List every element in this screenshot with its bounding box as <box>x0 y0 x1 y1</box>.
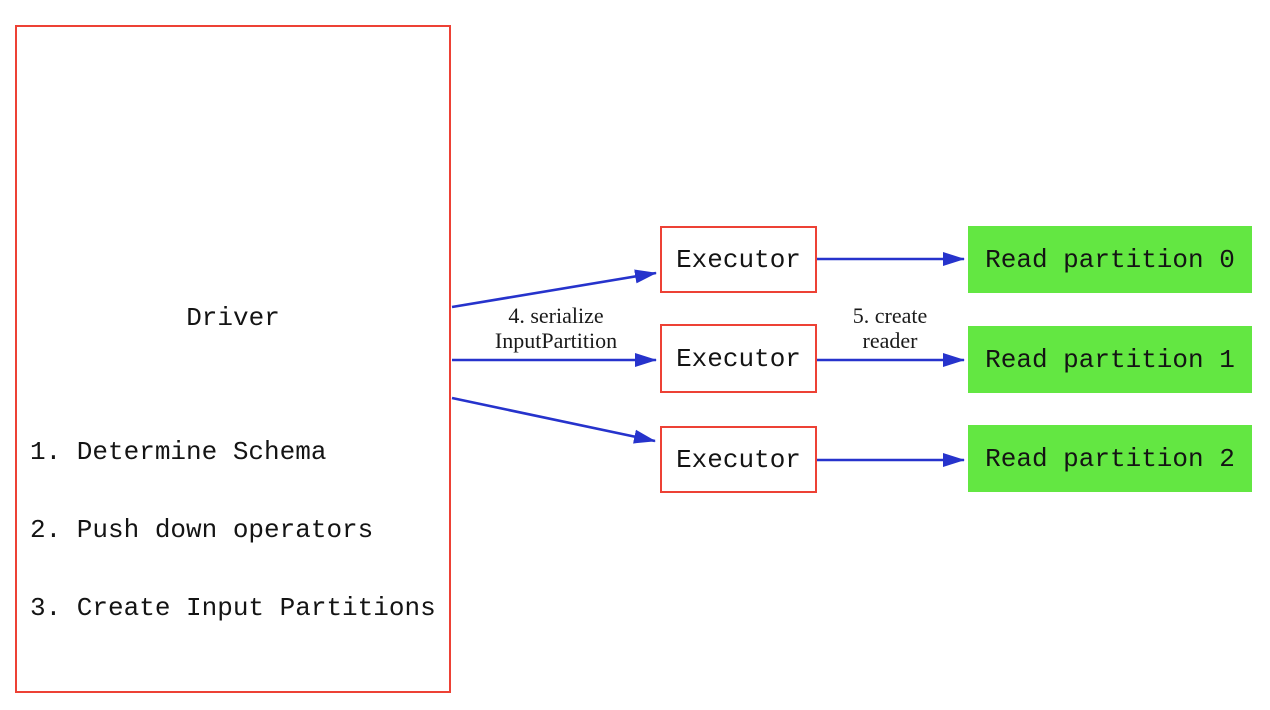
edge-label-reader-line2: reader <box>862 328 918 353</box>
arrow-driver-to-executor-2 <box>451 396 656 444</box>
read-partition-box-0: Read partition 0 <box>968 226 1252 293</box>
read-partition-box-2: Read partition 2 <box>968 425 1252 492</box>
driver-step-1: 1. Determine Schema <box>30 437 327 467</box>
driver-step-3: 3. Create Input Partitions <box>30 593 436 623</box>
driver-step-2: 2. Push down operators <box>30 515 374 545</box>
edge-label-serialize-line2: InputPartition <box>494 328 618 353</box>
executor-box-1: Executor <box>660 324 817 393</box>
read-partition-box-1: Read partition 1 <box>968 326 1252 393</box>
edge-label-serialize-inputpartition: 4. serialize InputPartition <box>456 303 656 353</box>
edge-label-reader-line1: 5. create <box>852 303 928 328</box>
executor-box-0: Executor <box>660 226 817 293</box>
driver-steps: 1. Determine Schema 2. Push down operato… <box>30 387 436 673</box>
driver-box: Driver 1. Determine Schema 2. Push down … <box>15 25 451 693</box>
edge-label-create-reader: 5. create reader <box>818 303 962 353</box>
arrow-driver-to-executor-0 <box>451 269 657 309</box>
driver-title: Driver <box>186 303 280 333</box>
edge-label-serialize-line1: 4. serialize <box>508 303 604 328</box>
executor-box-2: Executor <box>660 426 817 493</box>
